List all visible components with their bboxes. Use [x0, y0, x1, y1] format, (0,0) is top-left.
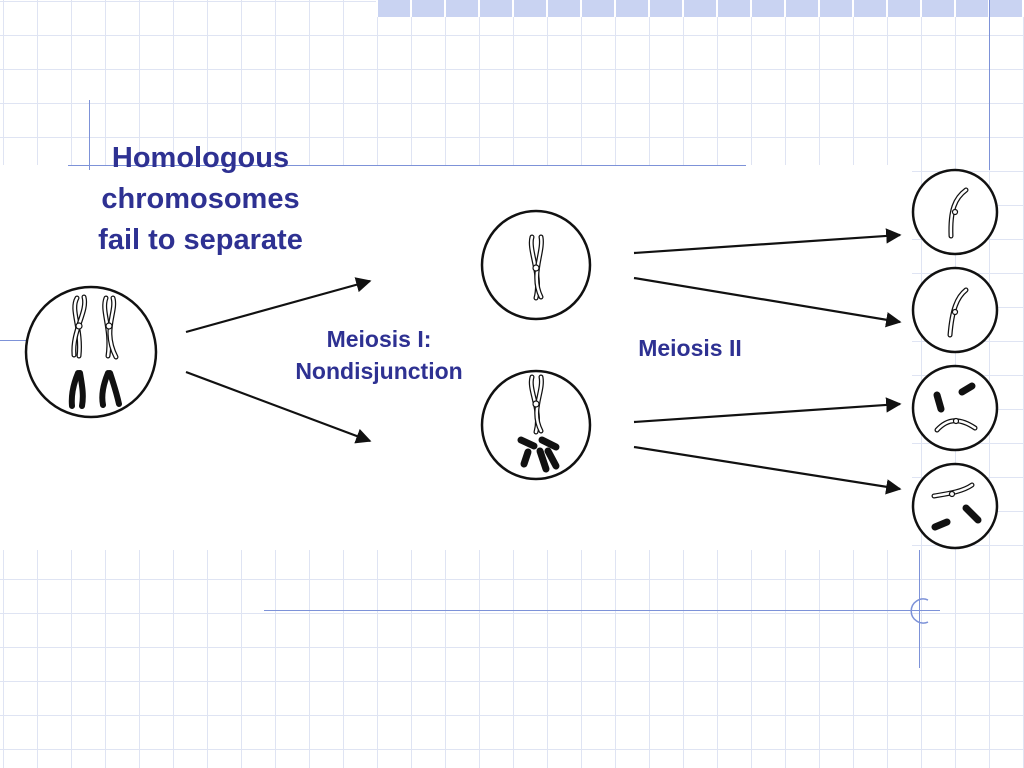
deco-line-top-horizontal: [68, 165, 746, 166]
deco-circle-symbol: [910, 598, 929, 624]
page-title: Homologous chromosomes fail to separate: [68, 138, 333, 261]
dark-chromosome-left: [68, 370, 86, 409]
meiosis-one-cell-bottom: [480, 369, 592, 481]
meiosis-two-label-text: Meiosis II: [638, 335, 742, 361]
meiosis-one-label: Meiosis I: Nondisjunction: [268, 323, 490, 387]
parent-cell: [24, 285, 158, 419]
arrow-meiosis-two-4: [633, 445, 902, 495]
meiosis-one-label-line-1: Meiosis I:: [326, 326, 432, 352]
gamete-cell-2: [911, 266, 999, 354]
gamete-cell-4: [911, 462, 999, 550]
meiosis-one-label-line-2: Nondisjunction: [295, 358, 463, 384]
dark-chromosome-right: [99, 370, 122, 408]
gamete-cell-1: [911, 168, 999, 256]
slide-top-band: [376, 0, 1024, 17]
meiosis-one-cell-top: [480, 209, 592, 321]
arrow-meiosis-two-3: [633, 397, 902, 424]
arrow-meiosis-two-1: [633, 228, 902, 255]
meiosis-two-label: Meiosis II: [615, 333, 765, 363]
arrow-meiosis-two-2: [633, 276, 902, 328]
deco-line-right-vertical: [989, 0, 990, 170]
light-chromosome-right: [102, 295, 119, 360]
title-line-1: Homologous: [111, 142, 290, 174]
deco-line-left-vertical: [89, 100, 90, 170]
title-line-3: fail to separate: [98, 224, 303, 256]
title-line-2: chromosomes: [101, 183, 300, 215]
deco-line-left-stub: [0, 340, 26, 341]
deco-line-bottom-horizontal: [264, 610, 940, 611]
gamete-cell-3: [911, 364, 999, 452]
light-chromosome-left: [71, 294, 88, 359]
arrow-meiosis-one-upper: [185, 277, 372, 334]
deco-line-bottom-vertical: [919, 550, 920, 668]
arrow-meiosis-one-lower: [185, 370, 372, 444]
